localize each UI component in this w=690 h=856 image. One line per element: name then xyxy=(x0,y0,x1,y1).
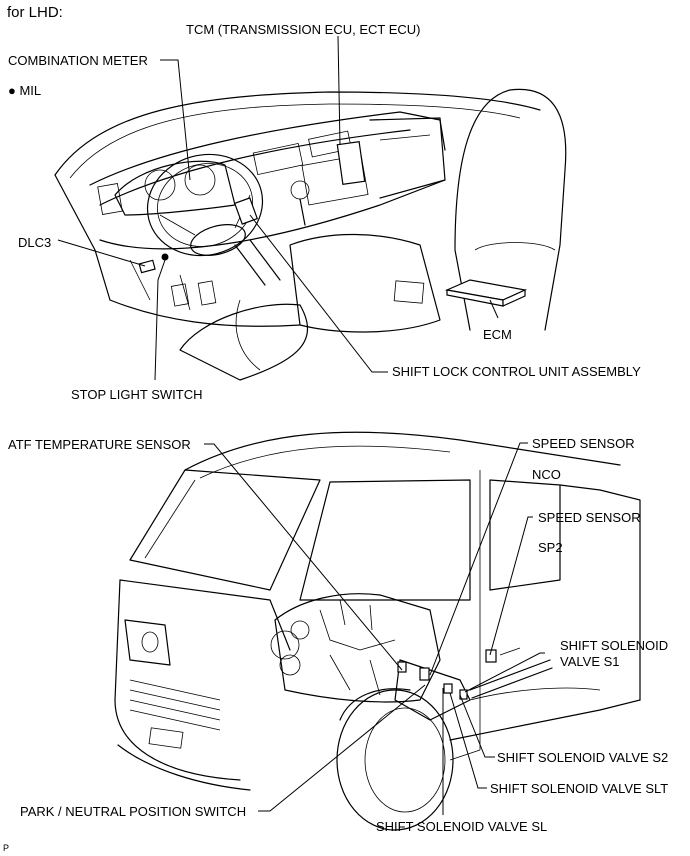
nco-label: NCO xyxy=(532,467,561,482)
lower-leader-lines xyxy=(204,442,545,815)
figure-code: P xyxy=(3,843,10,853)
shift-solenoid-s2-label: SHIFT SOLENOID VALVE S2 xyxy=(497,750,669,765)
shift-lock-label: SHIFT LOCK CONTROL UNIT ASSEMBLY xyxy=(392,364,641,379)
upper-leader-lines xyxy=(57,35,499,381)
shift-solenoid-slt-label: SHIFT SOLENOID VALVE SLT xyxy=(490,781,669,796)
sp2-label: SP2 xyxy=(538,540,563,555)
cabin-illustration xyxy=(54,88,567,381)
shift-solenoid-s1-label-line1: SHIFT SOLENOID xyxy=(560,638,669,653)
stop-light-switch-label: STOP LIGHT SWITCH xyxy=(71,387,203,402)
page-title: for LHD: xyxy=(7,4,63,21)
ecm-label: ECM xyxy=(483,327,512,342)
dlc3-label: DLC3 xyxy=(18,235,52,250)
shift-solenoid-sl-label: SHIFT SOLENOID VALVE SL xyxy=(376,819,548,834)
atf-temperature-sensor-label: ATF TEMPERATURE SENSOR xyxy=(8,437,191,452)
park-neutral-switch-label: PARK / NEUTRAL POSITION SWITCH xyxy=(20,804,247,819)
van-illustration xyxy=(114,431,641,831)
mil-label-text: MIL xyxy=(19,83,42,98)
bullet-icon: ● xyxy=(8,83,20,98)
tcm-label: TCM (TRANSMISSION ECU, ECT ECU) xyxy=(186,22,421,37)
combination-meter-label: COMBINATION METER xyxy=(8,53,148,68)
mil-label: ● MIL xyxy=(8,83,41,98)
shift-solenoid-s1-label-line2: VALVE S1 xyxy=(560,654,620,669)
speed-sensor-nco-label: SPEED SENSOR xyxy=(532,436,635,451)
speed-sensor-sp2-label: SPEED SENSOR xyxy=(538,510,641,525)
